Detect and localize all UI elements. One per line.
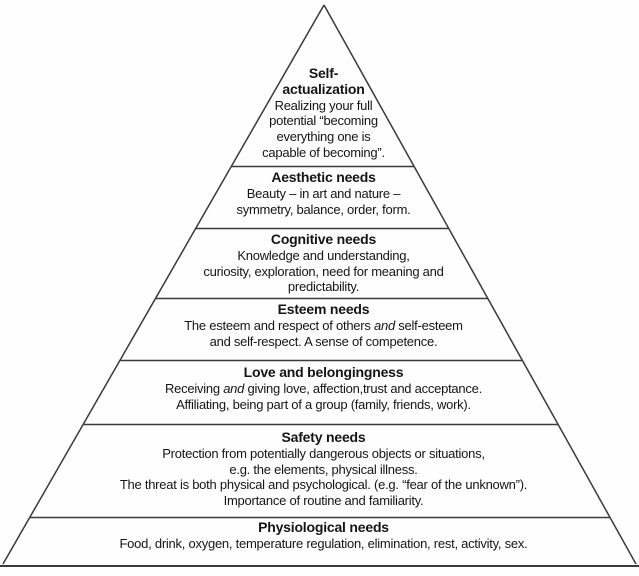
level-cognitive-needs: Cognitive needs Knowledge and understand… — [4, 231, 639, 295]
level-aesthetic-needs: Aesthetic needs Beauty – in art and natu… — [4, 169, 639, 217]
level-text-line: capable of becoming”. — [262, 144, 385, 160]
level-text-line: symmetry, balance, order, form. — [236, 201, 411, 217]
text-segment-italic: and — [373, 317, 395, 333]
level-text-line: Protection from potentially dangerous ob… — [162, 445, 485, 461]
level-text-line: The threat is both physical and psycholo… — [119, 477, 528, 493]
level-text-line: Receiving and giving love, affection,tru… — [4, 381, 639, 397]
level-text-line: Importance of routine and familiarity. — [223, 493, 424, 509]
level-esteem-needs: Esteem needs The esteem and respect of o… — [4, 301, 639, 349]
level-text-line: The esteem and respect of others and sel… — [4, 318, 639, 334]
level-text-line: predictability. — [287, 279, 360, 295]
text-segment: giving love, affection,trust and accepta… — [244, 380, 483, 396]
level-text-line: e.g. the elements, physical illness. — [229, 461, 418, 477]
level-text-line: Food, drink, oxygen, temperature regulat… — [119, 535, 528, 551]
pyramid-left-edge — [2, 4, 325, 565]
level-title: Self- actualization — [4, 65, 639, 98]
level-text-line: Knowledge and understanding, — [237, 247, 410, 263]
level-title-line: Self- — [308, 65, 339, 81]
level-title: Esteem needs — [277, 301, 370, 317]
level-physiological-needs: Physiological needs Food, drink, oxygen,… — [4, 519, 639, 552]
pyramid-right-edge — [323, 4, 637, 565]
level-title: Physiological needs — [258, 519, 389, 535]
level-title: Cognitive needs — [270, 231, 377, 247]
text-segment: The esteem and respect of others — [184, 317, 374, 333]
level-text-line: Realizing your full — [274, 97, 373, 113]
level-text-line: Affiliating, being part of a group (fami… — [176, 396, 471, 412]
level-text-line: potential “becoming — [269, 113, 378, 129]
level-title: Safety needs — [281, 429, 366, 445]
level-self-actualization: Self- actualization Realizing your full … — [4, 65, 639, 161]
level-title: Aesthetic needs — [271, 169, 376, 185]
level-title: Love and belongingness — [243, 364, 404, 380]
level-text-line: everything one is — [276, 129, 371, 145]
level-text-line: Beauty – in art and nature – — [246, 185, 401, 201]
text-segment-italic: and — [223, 380, 245, 396]
text-segment: Receiving — [165, 380, 224, 396]
text-segment: self-esteem — [394, 317, 463, 333]
level-text-line: curiosity, exploration, need for meaning… — [203, 263, 444, 279]
level-text-line: and self-respect. A sense of competence. — [209, 333, 438, 349]
level-safety-needs: Safety needs Protection from potentially… — [4, 429, 639, 509]
pyramid-levels: Self- actualization Realizing your full … — [4, 0, 639, 576]
level-title-line: actualization — [282, 80, 365, 97]
level-love-and-belongingness: Love and belongingness Receiving and giv… — [4, 364, 639, 412]
